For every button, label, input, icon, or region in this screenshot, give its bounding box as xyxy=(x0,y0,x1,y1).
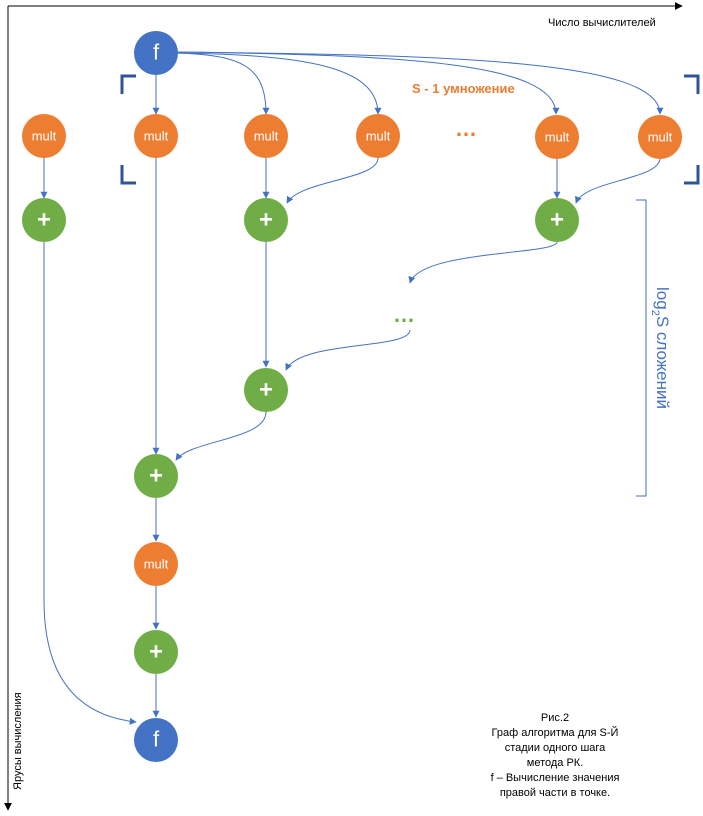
mult-node-5: mult xyxy=(535,115,579,159)
svg-text:mult: mult xyxy=(366,129,391,144)
svg-text:mult: mult xyxy=(144,557,169,572)
edge-f-to-mult-4 xyxy=(176,52,382,115)
svg-text:f: f xyxy=(153,727,160,752)
edge-mult-6-to-plus-3 xyxy=(575,157,661,204)
edge-f-to-mult-6 xyxy=(177,51,664,115)
plus-node-3: + xyxy=(535,198,579,242)
mult-node-3: mult xyxy=(244,114,288,158)
svg-text:+: + xyxy=(149,463,163,490)
caption-line: правой части в точке. xyxy=(499,787,611,799)
bracket-bottom-right xyxy=(684,165,700,185)
svg-text:mult: mult xyxy=(648,130,673,145)
edge-f-to-mult-3 xyxy=(175,52,270,115)
edge-plus-4-to-plus-5 xyxy=(175,411,267,461)
svg-text:mult: mult xyxy=(545,130,570,145)
plus-node-1: + xyxy=(22,198,66,242)
plus-node-4: + xyxy=(244,368,288,412)
svg-text:mult: mult xyxy=(144,129,169,144)
edges xyxy=(40,51,664,725)
bracket-top-left xyxy=(120,74,136,94)
y-axis-label: Ярусы вычисления xyxy=(12,692,24,790)
mult-node-6: mult xyxy=(638,115,682,159)
edge-mult-4-to-plus-2 xyxy=(286,157,379,204)
edge-dots-to-plus-4 xyxy=(285,329,411,371)
x-axis-label: Число вычислителей xyxy=(548,17,656,29)
mult-node-1: mult xyxy=(22,114,66,158)
bracket-bottom-left xyxy=(120,165,136,185)
mult-count-label: S - 1 умножение xyxy=(412,81,515,96)
mult-ellipsis: … xyxy=(455,116,477,141)
edge-plus-1-to-f-bottom xyxy=(43,242,137,725)
svg-text:+: + xyxy=(259,377,273,404)
plus-ellipsis: … xyxy=(393,302,415,327)
mult-node-4: mult xyxy=(356,114,400,158)
mult-node-2: mult xyxy=(134,114,178,158)
svg-text:+: + xyxy=(37,207,51,234)
plus-node-6: + xyxy=(134,630,178,674)
caption-line: Рис.2 xyxy=(540,712,570,724)
mult-group-brackets xyxy=(120,74,700,185)
plus-node-2: + xyxy=(244,198,288,242)
mult-node-7: mult xyxy=(134,542,178,586)
caption-line: метода РК. xyxy=(526,757,584,769)
caption-line: стадии одного шага xyxy=(504,742,606,754)
plus-node-5: + xyxy=(134,454,178,498)
svg-text:+: + xyxy=(550,207,564,234)
additions-brace xyxy=(636,199,647,497)
f-node-top: f xyxy=(134,31,178,75)
caption-line: Граф алгоритма для S-Й xyxy=(491,727,619,739)
figure-caption: Рис.2 Граф алгоритма для S-Й стадии одно… xyxy=(470,711,640,801)
svg-text:mult: mult xyxy=(32,129,57,144)
caption-line: f – Вычисление значения xyxy=(490,772,620,784)
svg-text:f: f xyxy=(153,40,160,65)
svg-text:mult: mult xyxy=(254,129,279,144)
svg-text:+: + xyxy=(149,639,163,666)
svg-text:+: + xyxy=(259,207,273,234)
additions-count-label: log2S сложений xyxy=(649,287,672,409)
bracket-top-right xyxy=(684,74,700,94)
f-node-bottom: f xyxy=(134,718,178,762)
edge-plus-3-to-dots xyxy=(408,241,558,284)
